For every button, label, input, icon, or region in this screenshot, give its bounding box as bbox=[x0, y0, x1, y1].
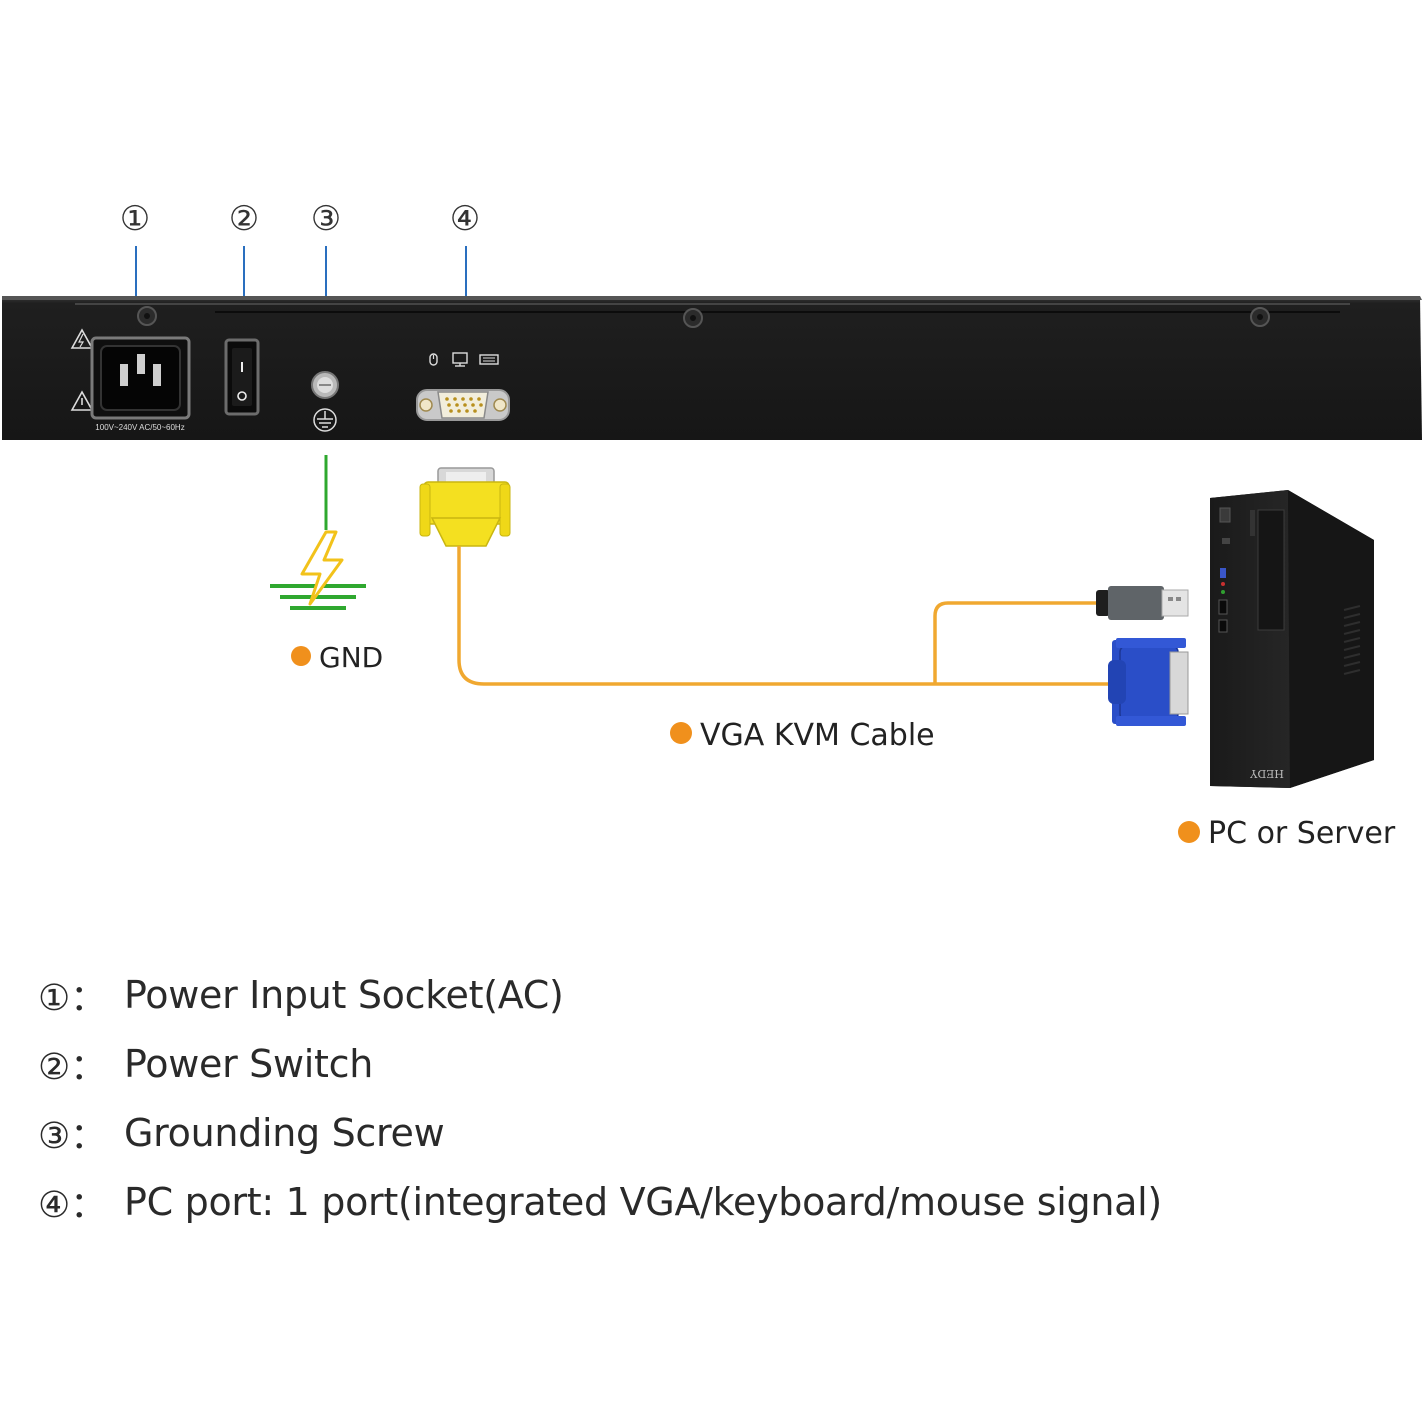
ground-connection bbox=[270, 455, 366, 610]
vga-connector-blue bbox=[1108, 638, 1189, 726]
ground-symbol-icon bbox=[313, 408, 337, 432]
panel-screw bbox=[1250, 307, 1270, 327]
device-rear-panel: 100V~240V AC/50~60Hz bbox=[2, 296, 1422, 440]
legend-label: Grounding Screw bbox=[124, 1110, 445, 1155]
legend-label: PC port: 1 port(integrated VGA/keyboard/… bbox=[124, 1179, 1162, 1224]
mouse-icon bbox=[429, 353, 438, 366]
panel-screw bbox=[137, 306, 157, 326]
callout-number-4: ④ bbox=[450, 199, 480, 239]
pc-text: PC or Server bbox=[1208, 816, 1396, 851]
monitor-icon bbox=[452, 352, 468, 367]
grounding-screw[interactable] bbox=[311, 371, 339, 399]
callout-number-2: ② bbox=[229, 199, 259, 239]
gnd-text: GND bbox=[319, 641, 383, 674]
legend-label: Power Input Socket(AC) bbox=[124, 972, 564, 1017]
power-switch[interactable] bbox=[224, 338, 260, 416]
bolt-icon bbox=[300, 530, 344, 606]
gnd-bullet bbox=[291, 646, 311, 666]
keyboard-icon bbox=[479, 354, 499, 365]
warning-icon bbox=[70, 390, 94, 411]
legend-item: ③： Grounding Screw bbox=[38, 1098, 1338, 1167]
legend-number: ④： bbox=[38, 1184, 107, 1226]
pc-tower: HEDY bbox=[1210, 490, 1374, 788]
legend-item: ④： PC port: 1 port(integrated VGA/keyboa… bbox=[38, 1167, 1338, 1236]
pc-port-vga[interactable] bbox=[416, 389, 510, 421]
callout-number-3: ③ bbox=[311, 199, 341, 239]
vga-connector-yellow bbox=[419, 467, 511, 547]
power-rating-label: 100V~240V AC/50~60Hz bbox=[95, 423, 184, 432]
usb-plug bbox=[1096, 586, 1189, 620]
legend-number: ①： bbox=[38, 977, 107, 1019]
callout-number-1: ① bbox=[120, 199, 150, 239]
cable-bullet bbox=[670, 722, 692, 744]
pc-label: PC or Server bbox=[1178, 816, 1396, 851]
pc-brand-logo: HEDY bbox=[1249, 767, 1283, 780]
panel-screw bbox=[683, 308, 703, 328]
legend-item: ②： Power Switch bbox=[38, 1029, 1338, 1098]
legend-number: ③： bbox=[38, 1115, 107, 1157]
cable-label: VGA KVM Cable bbox=[670, 718, 935, 753]
power-input-socket[interactable] bbox=[90, 336, 191, 420]
pc-bullet bbox=[1178, 821, 1200, 843]
legend-number: ②： bbox=[38, 1046, 107, 1088]
callout-legend: ①： Power Input Socket(AC) ②： Power Switc… bbox=[38, 960, 1338, 1236]
warning-icon bbox=[70, 328, 94, 349]
legend-label: Power Switch bbox=[124, 1041, 374, 1086]
legend-item: ①： Power Input Socket(AC) bbox=[38, 960, 1338, 1029]
cable-text: VGA KVM Cable bbox=[700, 718, 935, 753]
gnd-label: GND bbox=[291, 641, 383, 674]
vga-kvm-cable bbox=[419, 467, 1189, 726]
